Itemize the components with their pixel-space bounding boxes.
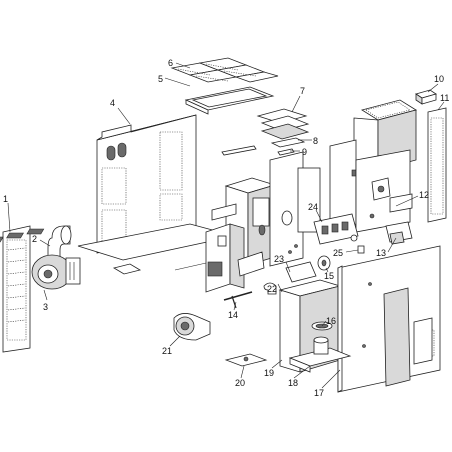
elbow-fitting <box>263 282 277 295</box>
callout-19: 19 <box>264 368 274 378</box>
part-10-small-cover <box>415 89 437 105</box>
callout-13: 13 <box>376 248 386 258</box>
callout-21: 21 <box>162 346 172 356</box>
callout-8: 8 <box>313 136 318 146</box>
part-9-bracket-clip <box>277 148 295 156</box>
part-13-igniter-bracket <box>385 221 413 245</box>
part-18-ash-pan <box>288 336 352 373</box>
callout-23: 23 <box>274 254 284 264</box>
callout-labels: 1 2 3 4 5 6 7 8 9 10 11 12 13 14 15 16 1… <box>3 58 449 398</box>
callout-1: 1 <box>3 194 8 204</box>
part-8-support-bracket <box>270 137 306 148</box>
hopper-lid-assembly <box>329 99 417 233</box>
part-21-convection-blower <box>173 313 211 341</box>
callout-12: 12 <box>419 190 429 200</box>
callout-14: 14 <box>228 310 238 320</box>
part-20-plate <box>224 353 268 367</box>
part-11-right-side-grille <box>427 107 447 223</box>
part-15-valve <box>317 255 331 271</box>
callout-2: 2 <box>32 234 37 244</box>
part-2-exhaust-elbow <box>47 225 72 263</box>
callout-18: 18 <box>288 378 298 388</box>
callout-11: 11 <box>440 93 449 103</box>
callout-15: 15 <box>324 271 334 281</box>
callout-24: 24 <box>308 202 318 212</box>
part-17-right-side-panel <box>337 245 441 393</box>
callout-10: 10 <box>434 74 444 84</box>
callout-25: 25 <box>333 248 343 258</box>
callout-16: 16 <box>326 316 336 326</box>
base-pan <box>0 223 236 275</box>
center-divider-panel <box>269 151 321 267</box>
part-1-left-grille-panel <box>2 225 31 353</box>
callout-6: 6 <box>168 58 173 68</box>
part-23-mounting-plate <box>285 261 317 283</box>
part-6-top-grille-sections <box>170 57 279 83</box>
part-5-top-frame <box>184 86 275 115</box>
leader-lines <box>7 62 445 389</box>
callout-4: 4 <box>110 98 115 108</box>
callout-5: 5 <box>158 74 163 84</box>
callout-22: 22 <box>267 284 277 294</box>
flat-bar <box>221 145 257 156</box>
callout-17: 17 <box>314 388 324 398</box>
part-25-switch <box>357 245 365 254</box>
callout-3: 3 <box>43 302 48 312</box>
callout-7: 7 <box>300 86 305 96</box>
firebox-heat-exchanger <box>205 177 277 293</box>
part-7-filter-plate <box>256 108 310 140</box>
part-3-combustion-blower <box>31 254 81 290</box>
callout-20: 20 <box>235 378 245 388</box>
callout-9: 9 <box>302 147 307 157</box>
part-24-control-board <box>313 213 359 245</box>
part-14-rod <box>223 291 253 309</box>
